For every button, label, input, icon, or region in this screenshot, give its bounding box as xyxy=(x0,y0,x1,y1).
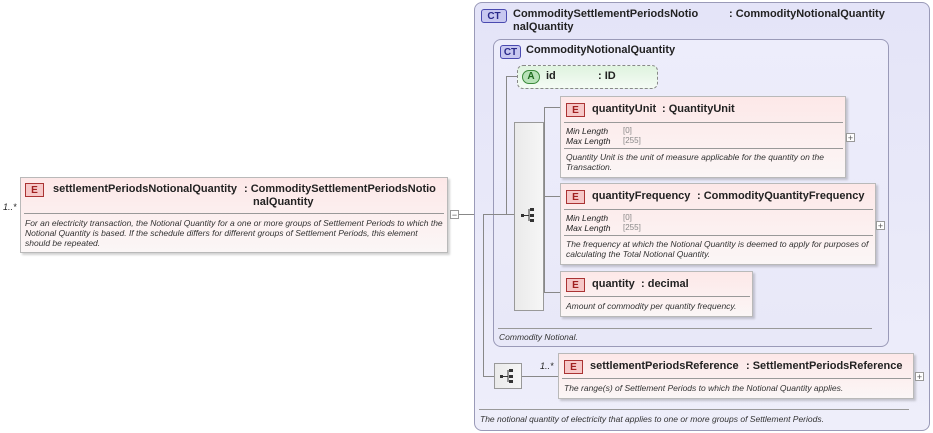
outer-type-base: : CommodityNotionalQuantity xyxy=(729,8,885,20)
attribute-name: id xyxy=(546,70,556,82)
divider xyxy=(564,148,843,149)
element-badge: E xyxy=(566,103,585,117)
connector-line xyxy=(459,214,483,215)
facet-value: [0] xyxy=(623,126,632,135)
sequence-icon xyxy=(499,368,517,384)
root-element-doc: For an electricity transaction, the Noti… xyxy=(25,218,443,248)
element-name: quantityUnit xyxy=(592,103,657,115)
element-badge: E xyxy=(566,190,585,204)
connector-line xyxy=(506,76,507,215)
element-type: : SettlementPeriodsReference xyxy=(746,360,903,372)
element-doc: The frequency at which the Notional Quan… xyxy=(566,239,869,259)
sequence-compositor[interactable] xyxy=(514,122,544,311)
connector-line xyxy=(483,376,494,377)
element-doc: The range(s) of Settlement Periods to wh… xyxy=(564,383,844,393)
divider xyxy=(24,213,444,214)
divider xyxy=(564,122,843,123)
sequence-icon xyxy=(520,207,538,223)
connector-line xyxy=(522,376,558,377)
attribute-badge: A xyxy=(522,70,540,84)
element-type: : CommodityQuantityFrequency xyxy=(697,190,865,202)
connector-line xyxy=(506,214,514,215)
connector-line xyxy=(544,292,560,293)
element-badge: E xyxy=(566,278,585,292)
collapse-toggle[interactable]: − xyxy=(450,210,459,220)
facet-value: [0] xyxy=(623,213,632,222)
root-multiplicity: 1..* xyxy=(3,202,17,212)
attribute-box[interactable]: A id : ID xyxy=(517,65,658,89)
root-element-type-line2: nalQuantity xyxy=(253,196,314,208)
divider xyxy=(564,209,873,210)
element-box-quantityFrequency[interactable]: E quantityFrequency : CommodityQuantityF… xyxy=(560,183,876,265)
complex-type-badge: CT xyxy=(481,9,507,23)
divider xyxy=(564,235,873,236)
outer-type-doc: The notional quantity of electricity tha… xyxy=(480,414,824,424)
connector-line xyxy=(483,214,506,215)
element-doc: Quantity Unit is the unit of measure app… xyxy=(566,152,824,172)
divider xyxy=(564,296,750,297)
element-type: : decimal xyxy=(641,278,689,290)
inner-type-name: CommodityNotionalQuantity xyxy=(526,44,676,56)
connector-line xyxy=(544,196,560,197)
facet-label: Max Length xyxy=(566,136,611,146)
connector-line xyxy=(544,107,545,293)
complex-type-badge: CT xyxy=(500,45,521,59)
divider xyxy=(498,328,872,329)
expand-toggle[interactable]: + xyxy=(876,221,885,231)
attribute-type: : ID xyxy=(598,70,616,82)
outer-type-name-line1: CommoditySettlementPeriodsNotio xyxy=(513,8,699,20)
facet-label: Min Length xyxy=(566,213,609,223)
element-box-settlementPeriodsReference[interactable]: E settlementPeriodsReference : Settlemen… xyxy=(558,353,914,399)
expand-toggle[interactable]: + xyxy=(846,133,855,143)
element-name: settlementPeriodsReference xyxy=(590,360,739,372)
divider xyxy=(562,378,911,379)
outer-type-name-line2: nalQuantity xyxy=(513,21,574,33)
root-element-name: settlementPeriodsNotionalQuantity xyxy=(53,183,237,195)
element-box-quantityUnit[interactable]: E quantityUnit : QuantityUnit Min Length… xyxy=(560,96,846,178)
facet-value: [255] xyxy=(623,136,641,145)
reference-multiplicity: 1..* xyxy=(540,361,554,371)
element-type: : QuantityUnit xyxy=(662,103,735,115)
element-doc: Amount of commodity per quantity frequen… xyxy=(566,301,737,311)
inner-type-doc: Commodity Notional. xyxy=(499,332,578,342)
element-badge: E xyxy=(25,183,44,197)
element-box-quantity[interactable]: E quantity : decimal Amount of commodity… xyxy=(560,271,753,317)
element-badge: E xyxy=(564,360,583,374)
connector-line xyxy=(483,214,484,376)
divider xyxy=(479,409,909,410)
facet-label: Min Length xyxy=(566,126,609,136)
root-element-box[interactable]: E settlementPeriodsNotionalQuantity : Co… xyxy=(20,177,448,253)
expand-toggle[interactable]: + xyxy=(915,372,924,382)
connector-line xyxy=(544,107,560,108)
root-element-type-line1: : CommoditySettlementPeriodsNotio xyxy=(244,183,436,195)
facet-value: [255] xyxy=(623,223,641,232)
facet-label: Max Length xyxy=(566,223,611,233)
element-name: quantityFrequency xyxy=(592,190,691,202)
element-name: quantity xyxy=(592,278,635,290)
connector-line xyxy=(506,76,518,77)
